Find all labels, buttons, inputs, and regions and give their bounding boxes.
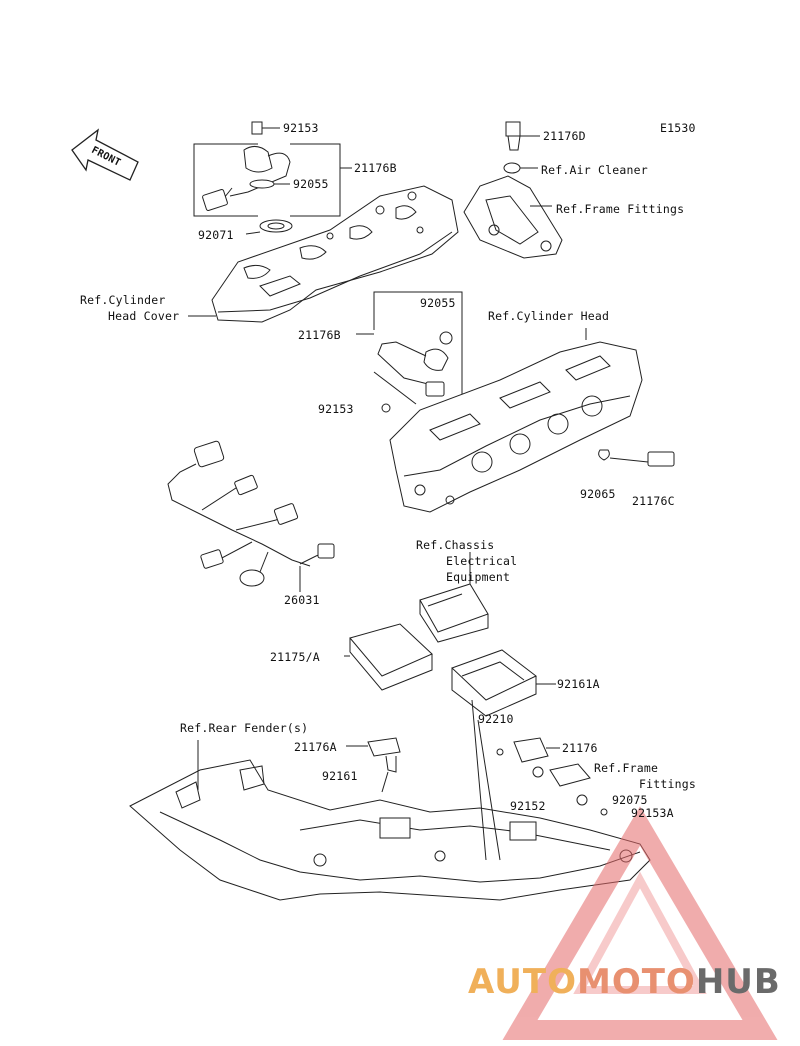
- ref-cylinder-head-cover-line2: Head Cover: [108, 309, 180, 323]
- callout-21176c: 21176C: [632, 494, 675, 508]
- cylinder-head-drawing: [389, 328, 675, 513]
- ref-rear-fender: Ref.Rear Fender(s): [180, 721, 309, 735]
- lower-sensors-drawing: [346, 737, 608, 816]
- callout-92153-mid: 92153: [318, 402, 354, 416]
- callout-26031: 26031: [284, 593, 320, 607]
- callout-21176a: 21176A: [294, 740, 337, 754]
- watermark-logo-icon: [502, 806, 778, 1040]
- callout-21175a: 21175/A: [270, 650, 320, 664]
- ref-chassis-line2: Electrical: [446, 554, 518, 568]
- watermark-part-moto: MOTO: [576, 962, 696, 1002]
- ref-frame-fittings-top: Ref.Frame Fittings: [556, 202, 685, 216]
- watermark-part-auto: AUTO: [468, 962, 577, 1002]
- callout-92055-mid: 92055: [420, 296, 456, 310]
- callout-92055-top: 92055: [293, 177, 329, 191]
- ref-frame-fittings-low-line2: Fittings: [639, 777, 696, 791]
- callout-92071: 92071: [198, 228, 234, 242]
- ref-chassis-line1: Ref.Chassis: [416, 538, 495, 552]
- ref-frame-fittings-low-line1: Ref.Frame: [594, 761, 659, 775]
- front-arrow-icon: [71, 128, 139, 181]
- ecu-modules-drawing: [344, 552, 556, 717]
- diagram-code: E1530: [660, 121, 696, 135]
- callout-21176b-top: 21176B: [354, 161, 397, 175]
- watermark-part-hub: HUB: [695, 962, 781, 1002]
- callout-21176: 21176: [562, 741, 598, 755]
- callout-92153a: 92153A: [631, 806, 674, 820]
- ref-cylinder-head: Ref.Cylinder Head: [488, 309, 610, 323]
- sensor-21176d-assembly: [463, 121, 563, 259]
- callout-21176b-mid: 21176B: [298, 328, 341, 342]
- callout-92161a: 92161A: [557, 677, 600, 691]
- cylinder-head-cover-drawing: [188, 185, 459, 323]
- callout-92161: 92161: [322, 769, 358, 783]
- ref-air-cleaner: Ref.Air Cleaner: [541, 163, 648, 177]
- callout-92152: 92152: [510, 799, 546, 813]
- ref-chassis-line3: Equipment: [446, 570, 511, 584]
- sensor-21176b-top-assembly: [193, 121, 352, 235]
- watermark-text: AUTOMOTOHUB: [468, 962, 781, 1002]
- callout-92153-top: 92153: [283, 121, 319, 135]
- sensor-21176b-mid-assembly: [356, 291, 463, 413]
- callout-92065: 92065: [580, 487, 616, 501]
- ref-cylinder-head-cover-line1: Ref.Cylinder: [80, 293, 166, 307]
- callout-21176d: 21176D: [543, 129, 586, 143]
- callout-92075: 92075: [612, 793, 648, 807]
- wiring-harness-26031-drawing: [167, 440, 335, 592]
- callout-92210: 92210: [478, 712, 514, 726]
